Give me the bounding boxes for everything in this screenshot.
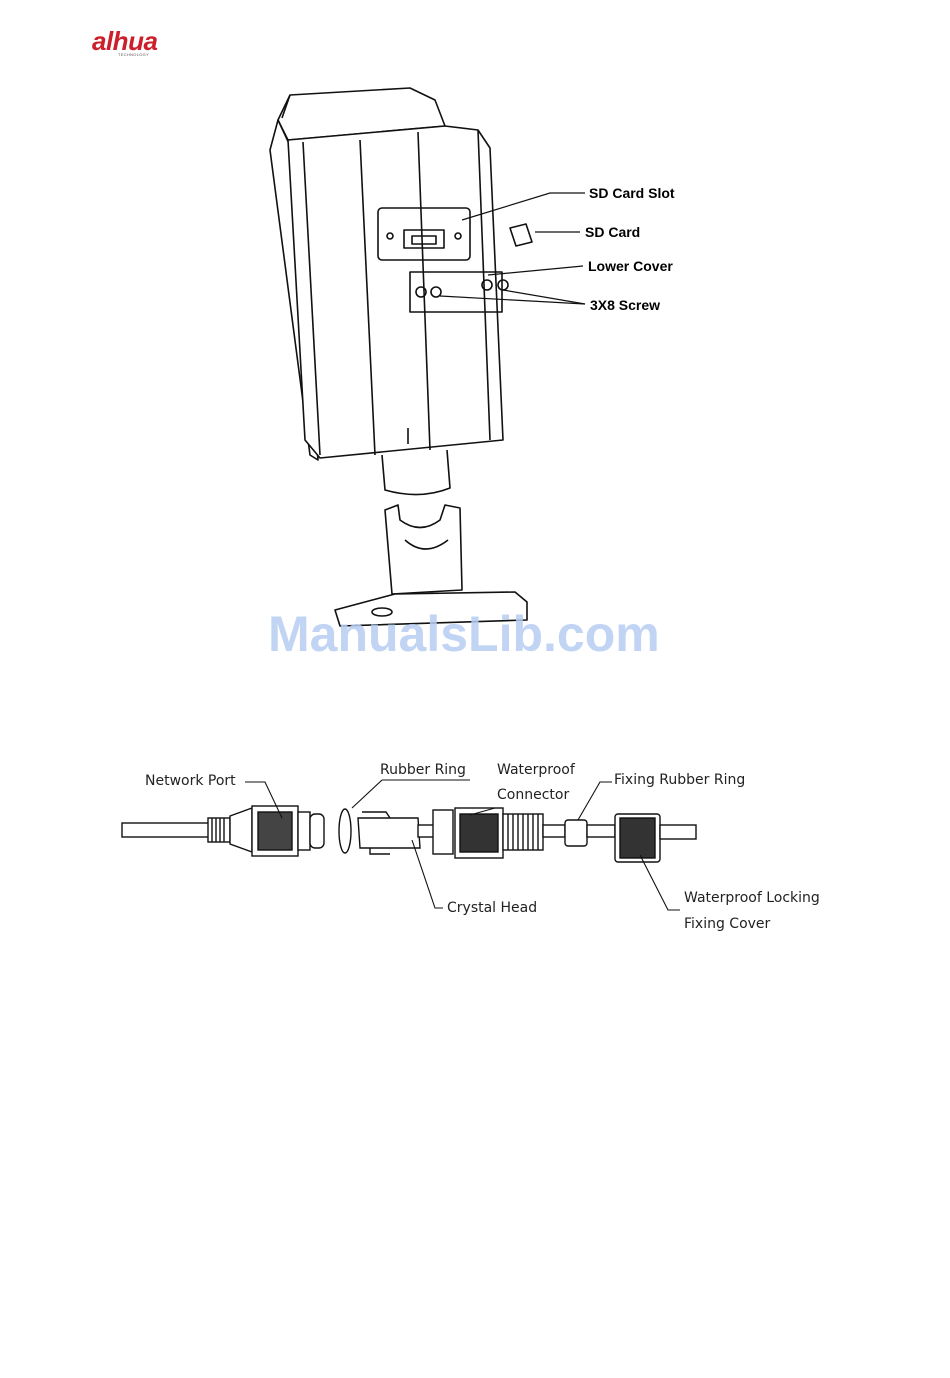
label-network-port: Network Port (145, 773, 236, 789)
label-fixing-rubber-ring: Fixing Rubber Ring (614, 772, 745, 788)
label-waterproof-connector-line2: Connector (497, 787, 569, 803)
label-locking-cover-line2: Fixing Cover (684, 916, 770, 932)
label-locking-cover-line1: Waterproof Locking (684, 890, 820, 906)
label-rubber-ring: Rubber Ring (380, 762, 466, 778)
label-waterproof-connector-line1: Waterproof (497, 762, 575, 778)
label-crystal-head: Crystal Head (447, 900, 537, 916)
